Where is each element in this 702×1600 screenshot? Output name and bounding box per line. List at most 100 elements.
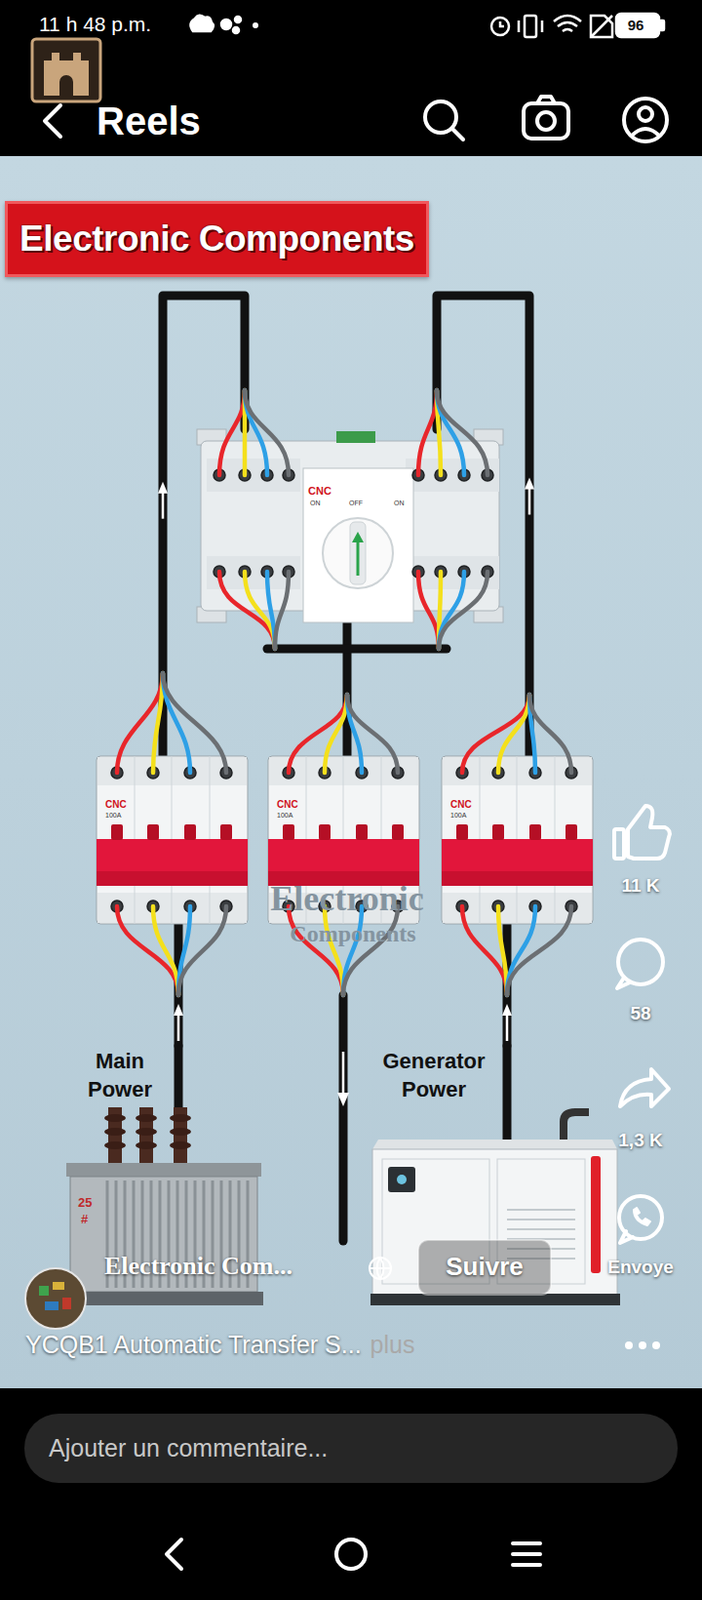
phase-wire-part — [324, 905, 344, 995]
breaker-body-part — [96, 755, 248, 924]
nav-bar-icons-part — [336, 1538, 366, 1568]
header-icons-part — [44, 105, 61, 137]
arrow-shaft — [161, 491, 165, 519]
header-icons-part — [537, 96, 555, 104]
reel-overlay-icons-part — [633, 1207, 651, 1225]
phase-wire — [153, 390, 530, 995]
transformer-illustration-part — [104, 1127, 126, 1135]
phase-wire-part — [462, 694, 530, 773]
nav-bar-icons — [166, 1538, 541, 1568]
generator-illustration-part — [388, 1166, 416, 1192]
status-icons-part — [252, 22, 259, 29]
follow-button — [418, 1239, 551, 1294]
app-icon-part — [32, 39, 101, 102]
phase-wire-part — [244, 571, 275, 649]
account-avatar-part — [25, 1267, 86, 1328]
neutral-wire — [162, 390, 572, 995]
transformer-illustration-part — [135, 1127, 157, 1135]
breaker-body-part — [220, 823, 233, 840]
transfer-switch-body-part — [356, 538, 360, 576]
breaker-body-part — [492, 823, 505, 840]
status-icons-part — [553, 15, 582, 32]
neutral-wire-part — [244, 390, 289, 475]
phase-wire — [162, 390, 536, 995]
flow-arrow-part — [342, 1051, 346, 1094]
phase-wire-part — [418, 571, 439, 649]
follow-label: Suivre — [445, 1251, 524, 1282]
neutral-wire-part — [162, 672, 227, 773]
transfer-switch-body-part — [322, 517, 393, 588]
status-icons-part — [190, 15, 213, 32]
generator-illustration — [370, 1111, 621, 1305]
app-icon — [32, 39, 101, 102]
breaker-body-part — [441, 838, 593, 886]
comment-box — [24, 1412, 678, 1482]
header-icons-part — [631, 128, 660, 136]
rating-label: 100A — [105, 811, 121, 819]
transformer-illustration-part — [135, 1113, 157, 1122]
neutral-wire-part — [436, 390, 488, 475]
cable-connector — [347, 622, 349, 756]
account-avatar-part — [52, 1281, 65, 1289]
header-icons-part — [624, 98, 667, 142]
terminal-screw — [111, 468, 578, 912]
transfer-switch-body-part — [350, 521, 366, 585]
transformer-illustration-part — [169, 1140, 192, 1149]
phase-wire-part — [462, 905, 507, 995]
switch-position: ON — [393, 499, 405, 507]
node-label: CNC — [450, 798, 472, 811]
neutral-wire-part — [343, 905, 398, 995]
phase-wire-part — [288, 905, 344, 995]
node-label: CNC — [105, 798, 127, 811]
phase-wire-part — [153, 672, 163, 773]
breaker-body-part — [441, 870, 593, 886]
breaker-body-part — [268, 838, 420, 886]
phase-wire-part — [117, 905, 179, 995]
like-count: 11 K — [621, 874, 660, 897]
neutral-wire-part — [529, 694, 572, 773]
transformer-illustration-part — [169, 1113, 192, 1122]
generator-illustration-part — [372, 1138, 618, 1149]
more-link: plus — [370, 1329, 416, 1359]
breaker-body-part — [111, 823, 123, 840]
phase-wire-part — [498, 905, 507, 995]
neutral-wire-part — [274, 571, 289, 649]
status-icons-part — [491, 17, 509, 36]
arrow-head — [157, 481, 168, 494]
breaker-body-part — [355, 823, 368, 840]
status-icons — [190, 13, 664, 38]
breaker-body-part — [391, 823, 404, 840]
rating-label: 100A — [276, 811, 293, 819]
globe-icon-part — [369, 1256, 391, 1279]
breaker-body — [96, 755, 248, 924]
status-icons-part — [221, 19, 232, 30]
diagram-title: Electronic Components — [19, 218, 415, 260]
account-avatar-part — [39, 1285, 49, 1295]
phase-wire-part — [498, 694, 530, 773]
transfer-switch-body-part — [303, 468, 414, 623]
globe-icon-part — [369, 1256, 391, 1279]
node-label: Generator Power — [370, 1047, 498, 1103]
arrow-head — [173, 1003, 184, 1015]
arrow-shaft — [177, 1013, 181, 1041]
more-dots-part — [638, 1340, 647, 1349]
breaker-body-part — [456, 823, 468, 840]
status-icons-part — [590, 15, 613, 38]
transformer-illustration-part — [135, 1140, 157, 1149]
status-icons-part — [590, 15, 613, 38]
more-dots — [624, 1340, 661, 1349]
nav-bar-icons-part — [166, 1538, 182, 1568]
breaker-body-part — [318, 823, 331, 840]
account-avatar-part — [62, 1296, 72, 1309]
status-icons-part — [616, 13, 660, 38]
transformer-illustration-part — [66, 1162, 262, 1176]
phase-wire — [117, 390, 530, 995]
transformer-illustration-part — [169, 1127, 192, 1135]
phase-wire-part — [219, 571, 275, 649]
rating-plate: 25 — [78, 1195, 92, 1210]
comment-placeholder: Ajouter un commentaire... — [48, 1433, 328, 1462]
node-label: Main Power — [78, 1047, 162, 1103]
status-icons-part — [524, 15, 537, 38]
account-avatar — [25, 1267, 86, 1328]
switch-position: ON — [310, 499, 321, 507]
